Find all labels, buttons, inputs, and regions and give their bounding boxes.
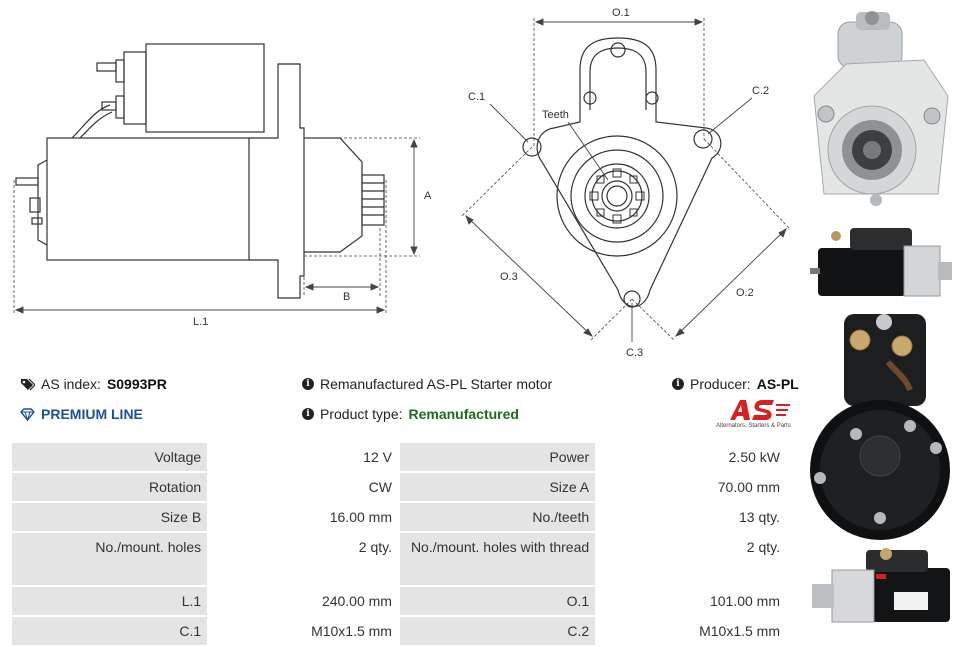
product-type: i Product type: Remanufactured bbox=[302, 406, 519, 422]
label-b: B bbox=[343, 291, 350, 303]
spec-key: L.1 bbox=[12, 587, 208, 615]
product-type-label: Product type: bbox=[320, 406, 403, 422]
spec-key: Rotation bbox=[12, 473, 208, 501]
table-row: Rotation CW Size A 70.00 mm bbox=[12, 473, 786, 501]
table-row: No./mount. holes 2 qty. No./mount. holes… bbox=[12, 533, 786, 585]
spec-value: 13 qty. bbox=[597, 503, 786, 531]
producer-label: Producer: bbox=[690, 376, 751, 392]
spec-value: 2 qty. bbox=[209, 533, 398, 585]
as-pl-logo: Alternators, Starters & Parts bbox=[716, 398, 792, 432]
product-photo-side[interactable] bbox=[806, 218, 956, 302]
spec-key: Size A bbox=[399, 473, 596, 501]
premium-line-badge[interactable]: PREMIUM LINE bbox=[20, 406, 143, 422]
label-o2: O.2 bbox=[736, 287, 754, 299]
spec-key: No./mount. holes with thread bbox=[399, 533, 596, 585]
table-row: Size B 16.00 mm No./teeth 13 qty. bbox=[12, 503, 786, 531]
info-icon: i bbox=[302, 378, 314, 390]
spec-value: 101.00 mm bbox=[597, 587, 786, 615]
table-row: C.1 M10x1.5 mm C.2 M10x1.5 mm bbox=[12, 617, 786, 645]
specs-table: Voltage 12 V Power 2.50 kW Rotation CW S… bbox=[10, 441, 788, 647]
spec-value: 240.00 mm bbox=[209, 587, 398, 615]
spec-value: M10x1.5 mm bbox=[209, 617, 398, 645]
spec-value: M10x1.5 mm bbox=[597, 617, 786, 645]
tag-icon bbox=[21, 378, 35, 390]
producer-value: AS-PL bbox=[756, 376, 799, 392]
premium-line-label: PREMIUM LINE bbox=[41, 406, 143, 422]
label-c3: C.3 bbox=[626, 347, 643, 359]
diamond-icon bbox=[20, 407, 35, 421]
spec-value: 70.00 mm bbox=[597, 473, 786, 501]
label-teeth: Teeth bbox=[542, 109, 569, 121]
table-row: Voltage 12 V Power 2.50 kW bbox=[12, 443, 786, 471]
spec-key: C.1 bbox=[12, 617, 208, 645]
as-index: AS index: S0993PR bbox=[20, 376, 167, 392]
spec-key: Power bbox=[399, 443, 596, 471]
description-text: Remanufactured AS-PL Starter motor bbox=[320, 376, 553, 392]
product-photo-front[interactable] bbox=[806, 4, 956, 214]
label-l1: L.1 bbox=[193, 316, 208, 328]
spec-key: O.1 bbox=[399, 587, 596, 615]
as-index-value: S0993PR bbox=[106, 376, 167, 392]
info-icon: i bbox=[302, 408, 314, 420]
logo-tagline: Alternators, Starters & Parts bbox=[716, 423, 791, 429]
spec-key: Voltage bbox=[12, 443, 208, 471]
spec-value: 12 V bbox=[209, 443, 398, 471]
label-o3: O.3 bbox=[500, 271, 518, 283]
info-icon: i bbox=[672, 378, 684, 390]
as-logo-mark bbox=[730, 400, 790, 420]
spec-key: No./teeth bbox=[399, 503, 596, 531]
product-photo-side-labeled[interactable] bbox=[806, 544, 956, 632]
spec-key: No./mount. holes bbox=[12, 533, 208, 585]
label-o1: O.1 bbox=[612, 7, 630, 19]
label-c2: C.2 bbox=[752, 85, 769, 97]
front-view-drawing: O.1 C.1 C.2 Teeth O.3 O.2 C.3 bbox=[461, 7, 791, 359]
spec-key: Size B bbox=[12, 503, 208, 531]
spec-key: C.2 bbox=[399, 617, 596, 645]
spec-value: 2 qty. bbox=[597, 533, 786, 585]
producer: i Producer: AS-PL bbox=[672, 376, 799, 392]
product-description: i Remanufactured AS-PL Starter motor bbox=[302, 376, 552, 392]
product-type-value: Remanufactured bbox=[408, 406, 519, 422]
product-photo-rear[interactable] bbox=[806, 306, 956, 542]
spec-value: 2.50 kW bbox=[597, 443, 786, 471]
label-c1: C.1 bbox=[468, 91, 485, 103]
side-view-drawing: A B L.1 bbox=[13, 43, 432, 328]
spec-value: 16.00 mm bbox=[209, 503, 398, 531]
as-index-label: AS index: bbox=[41, 376, 101, 392]
spec-value: CW bbox=[209, 473, 398, 501]
label-a: A bbox=[424, 190, 432, 202]
table-row: L.1 240.00 mm O.1 101.00 mm bbox=[12, 587, 786, 615]
